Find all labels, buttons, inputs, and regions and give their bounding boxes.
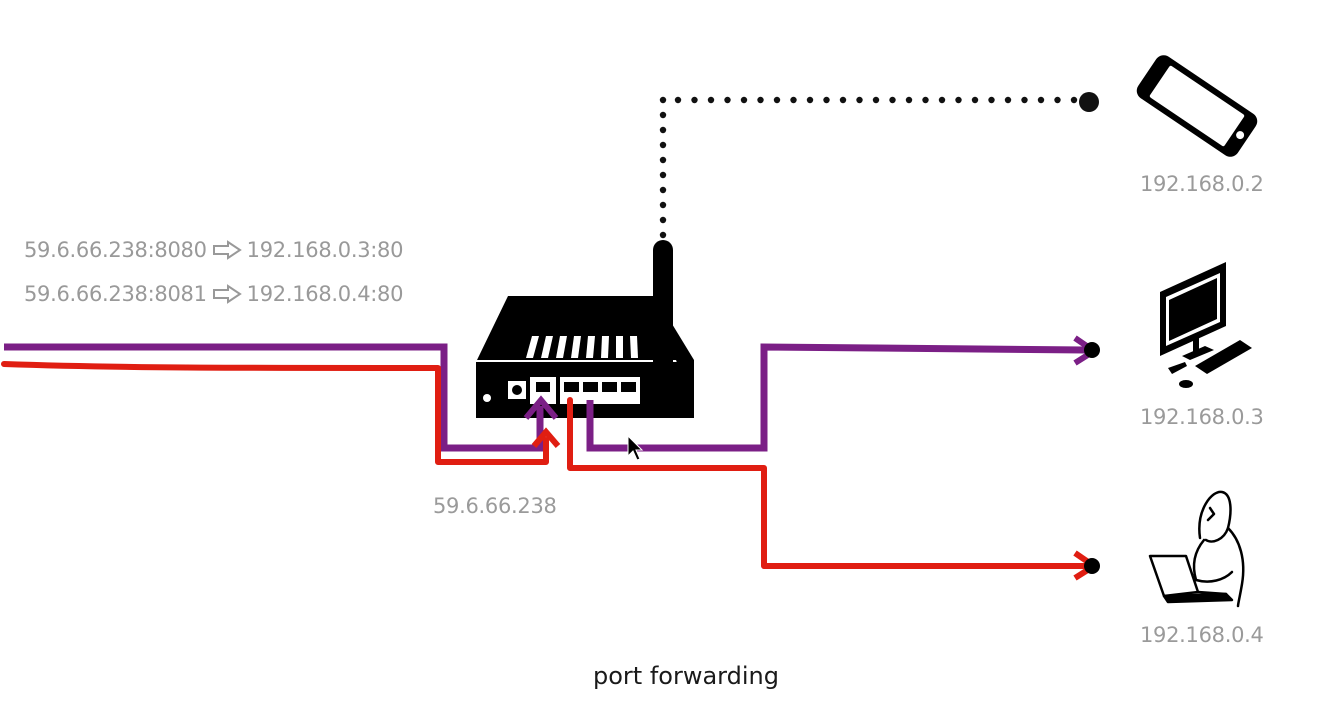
wifi-dot: [955, 96, 962, 104]
forwarding-rule-2: 59.6.66.238:8081 192.168.0.4:80: [24, 282, 403, 306]
router-public-ip: 59.6.66.238: [433, 494, 557, 518]
wifi-dot: [674, 96, 682, 104]
wifi-dot: [1037, 96, 1045, 104]
wifi-dot: [839, 96, 847, 104]
wifi-dot: [724, 96, 731, 104]
wifi-dot: [659, 96, 667, 104]
laptop-ip: 192.168.0.4: [1140, 623, 1264, 647]
phone-icon: [1136, 55, 1258, 157]
rule-1-destination: 192.168.0.3:80: [246, 238, 404, 262]
wifi-dot: [1021, 96, 1028, 104]
purple-forward-path: [4, 343, 1086, 452]
phone-ip: 192.168.0.2: [1140, 172, 1264, 196]
desktop-computer-icon: [1160, 262, 1252, 388]
wifi-dot: [988, 96, 995, 104]
red-forward-path: [1, 361, 1088, 569]
wifi-dot: [740, 96, 748, 104]
wifi-endpoint-dot: [1079, 92, 1099, 112]
wifi-dot: [971, 96, 979, 104]
purple-arrowhead-router: [523, 395, 559, 420]
wifi-dot: [757, 96, 764, 104]
laptop-endpoint-dot: [1084, 558, 1100, 574]
wifi-dot: [691, 96, 698, 104]
wifi-dot: [707, 96, 715, 104]
router-icon: [476, 240, 694, 418]
wifi-dot: [1070, 96, 1078, 104]
rule-2-destination: 192.168.0.4:80: [246, 282, 404, 306]
wifi-dot: [659, 171, 667, 179]
wifi-dot: [659, 156, 667, 164]
wifi-dot: [905, 96, 913, 104]
wifi-dot: [773, 96, 781, 104]
wifi-dot: [659, 186, 667, 194]
desktop-endpoint-dot: [1084, 342, 1100, 358]
hollow-arrow-icon: [212, 240, 242, 260]
wifi-link: [659, 92, 1099, 239]
wifi-dot: [659, 231, 667, 239]
rule-2-source: 59.6.66.238:8081: [24, 282, 207, 306]
red-arrowhead-router: [531, 427, 561, 448]
wifi-dot: [659, 111, 667, 119]
hollow-arrow-icon: [212, 284, 242, 304]
rule-1-source: 59.6.66.238:8080: [24, 238, 207, 262]
wifi-dot: [659, 201, 667, 209]
wifi-dot: [1054, 96, 1061, 104]
mouse-cursor-icon: [627, 434, 644, 461]
person-with-laptop-icon: [1148, 490, 1245, 608]
wifi-dot: [1004, 96, 1012, 104]
forwarding-rule-1: 59.6.66.238:8080 192.168.0.3:80: [24, 238, 403, 262]
wifi-dot: [659, 141, 667, 149]
wifi-dot: [659, 216, 667, 224]
diagram-caption: port forwarding: [593, 662, 779, 690]
wifi-dot: [856, 96, 863, 104]
wifi-dot: [823, 96, 830, 104]
wifi-dot: [790, 96, 797, 104]
wifi-dot: [922, 96, 929, 104]
wifi-dot: [872, 96, 880, 104]
wifi-dot: [806, 96, 814, 104]
wifi-dot: [889, 96, 896, 104]
wifi-dot: [938, 96, 946, 104]
wifi-dot: [659, 126, 667, 134]
desktop-ip: 192.168.0.3: [1140, 405, 1264, 429]
